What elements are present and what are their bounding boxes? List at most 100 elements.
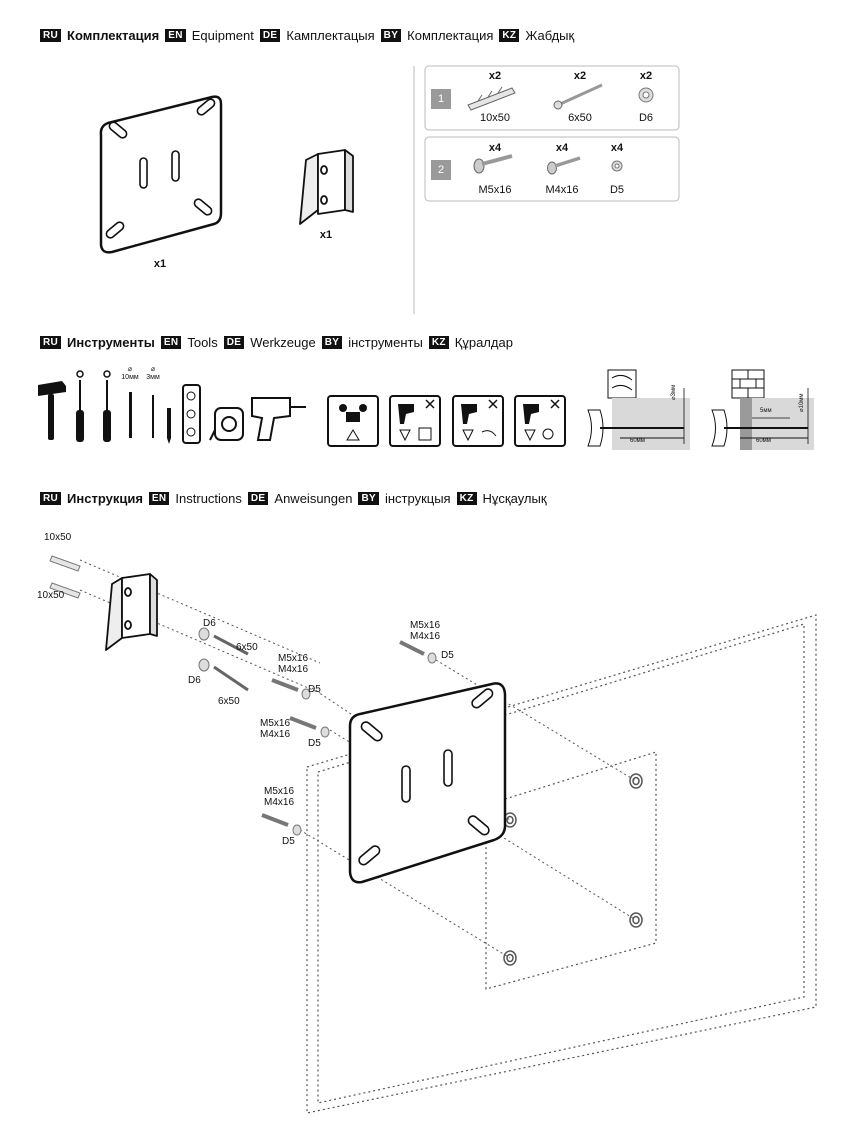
wall-bracket-drawing [299, 149, 354, 225]
screw-top-label: 6x50 [236, 642, 258, 653]
header-de: Anweisungen [274, 491, 353, 506]
header-ru: Комплектация [67, 28, 160, 43]
instructions-header: RU Инструкция EN Instructions DE Anweisu… [40, 491, 547, 506]
brick-dia-label: ⌀10мм [799, 393, 805, 412]
lang-tag-de: DE [259, 29, 281, 42]
drill-bit-2-label: ⌀3мм [146, 366, 160, 381]
pack-1-label-3: D6 [638, 112, 654, 124]
pack-1-qty-3: x2 [639, 70, 653, 82]
header-kz: Жабдық [525, 28, 575, 43]
tv-outline [306, 614, 817, 1114]
washer-bottom-label: D6 [188, 675, 201, 686]
drill-bit-3mm-icon [152, 395, 154, 438]
header-by: інструкцыя [384, 491, 451, 506]
bolt-l3-washer: D5 [282, 836, 295, 847]
pack-1-qty-2: x2 [573, 70, 587, 82]
header-en: Tools [187, 335, 218, 350]
bolt-l1-washer: D5 [308, 684, 321, 695]
header-en: Instructions [175, 491, 242, 506]
no-drill-electrical-icon [389, 395, 441, 447]
pack-2-label-1: M5x16 [478, 184, 512, 196]
wood-dia-label: ⌀3мм [671, 384, 677, 400]
header-ru: Инструменты [67, 335, 155, 350]
wood-wall-diagram [587, 369, 690, 450]
drill-bit-1-label: ⌀10мм [121, 366, 139, 381]
anchor-1-label: 10x50 [44, 532, 72, 543]
pack-2-qty-3: x4 [610, 142, 624, 154]
pack-1-label-2: 6x50 [568, 112, 592, 124]
plate-bolts [261, 640, 437, 836]
washer-icon [638, 87, 654, 103]
instruction-plate [348, 682, 507, 884]
bolt-tr-washer: D5 [441, 650, 454, 661]
hammer-icon [38, 381, 66, 440]
lang-tag-by: BY [380, 29, 402, 42]
drill-bit-10mm-icon [129, 392, 132, 438]
header-de: Werkzeuge [250, 335, 316, 350]
lang-tag-kz: KZ [456, 492, 477, 505]
lang-tag-en: EN [160, 336, 182, 349]
no-drill-gas-icon [514, 395, 566, 447]
anchor-2-label: 10x50 [37, 590, 65, 601]
pack-2-qty-1: x4 [488, 142, 502, 154]
header-de: Камплектацыя [286, 28, 375, 43]
bolt-l2-washer: D5 [308, 738, 321, 749]
wall-screws [198, 627, 249, 692]
tv-bolt-holes [503, 773, 643, 966]
brick-inner-label: 5мм [760, 408, 772, 414]
bolt-m4-icon [547, 156, 581, 175]
header-by: інструменты [348, 335, 423, 350]
lang-tag-ru: RU [40, 492, 62, 505]
header-en: Equipment [191, 28, 254, 43]
header-ru: Инструкция [67, 491, 143, 506]
screwdriver-phillips-icon [103, 370, 111, 442]
anchor-icon [467, 86, 516, 111]
washer-small-icon [611, 160, 623, 172]
pencil-icon [167, 408, 171, 444]
drill-icon [251, 397, 306, 441]
screwdriver-flat-icon [76, 370, 84, 442]
anchor-icon [49, 555, 81, 599]
lang-tag-by: BY [321, 336, 343, 349]
header-kz: Құралдар [454, 335, 513, 350]
tape-measure-icon [209, 407, 244, 441]
bolt-m5-icon [473, 154, 513, 174]
safety-two-person-icon [327, 395, 379, 447]
brick-depth-label: 60мм [756, 438, 771, 444]
brick-wall-diagram [711, 369, 814, 450]
lang-tag-en: EN [148, 492, 170, 505]
pack-2-number: 2 [431, 160, 451, 180]
header-by: Комплектация [407, 28, 494, 43]
pack-2-label-2: M4x16 [545, 184, 579, 196]
lang-tag-kz: KZ [499, 29, 520, 42]
lang-tag-by: BY [358, 492, 379, 505]
pack-1-qty-1: x2 [488, 70, 502, 82]
washer-top-label: D6 [203, 618, 216, 629]
tools-header: RU Инструменты EN Tools DE Werkzeuge BY … [40, 335, 513, 350]
pack-1-number: 1 [431, 89, 451, 109]
header-kz: Нұсқаулық [482, 491, 547, 506]
lang-tag-kz: KZ [428, 336, 449, 349]
level-icon [182, 384, 201, 444]
lang-tag-de: DE [247, 492, 269, 505]
lang-tag-en: EN [165, 29, 186, 42]
pack-1-box [424, 65, 680, 131]
plate-qty: x1 [153, 258, 167, 270]
bracket-qty: x1 [319, 229, 333, 241]
screw-bottom-label: 6x50 [218, 696, 240, 707]
lang-tag-de: DE [223, 336, 245, 349]
lang-tag-ru: RU [40, 29, 62, 42]
mounting-plate-drawing [99, 95, 223, 254]
equipment-header: RU Комплектация EN Equipment DE Камплект… [40, 28, 574, 43]
no-drill-water-icon [452, 395, 504, 447]
screw-icon [553, 83, 603, 110]
lang-tag-ru: RU [40, 336, 62, 349]
pack-2-qty-2: x4 [555, 142, 569, 154]
wood-depth-label: 60мм [630, 438, 645, 444]
pack-1-label-1: 10x50 [480, 112, 510, 124]
pack-2-box [424, 136, 680, 202]
